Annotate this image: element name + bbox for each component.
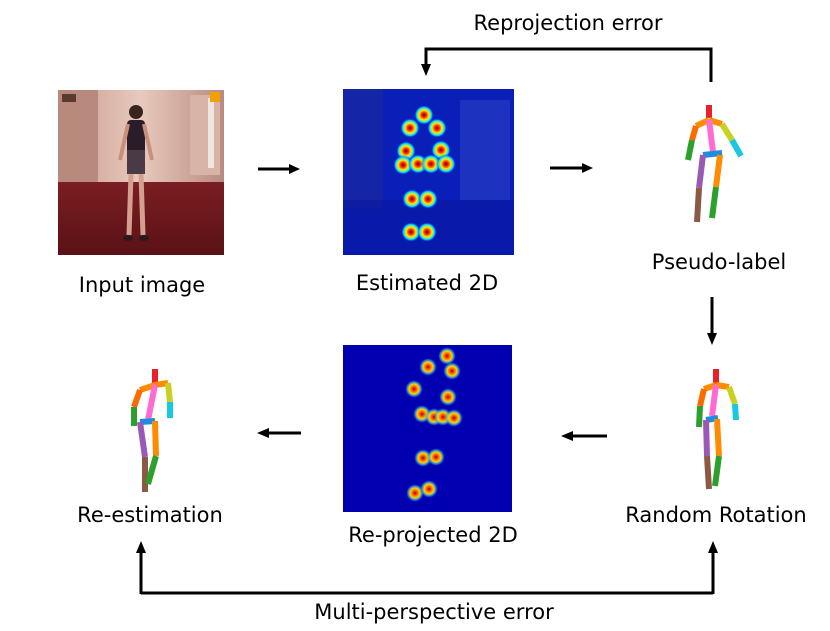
- label-reprojected-2d: Re-projected 2D: [348, 523, 518, 547]
- estimated-2d-heatmap: [343, 89, 514, 255]
- label-random-rotation: Random Rotation: [625, 503, 806, 527]
- reprojected-2d-heatmap: [343, 345, 512, 512]
- arrow-input-to-estimated: [258, 164, 300, 174]
- label-reprojection-error: Reprojection error: [474, 11, 663, 35]
- skeleton-re-estimation: [131, 369, 173, 492]
- arrow-reprojected-to-reestimation: [257, 428, 301, 438]
- arrow-multi-perspective-loop: [136, 541, 718, 595]
- skeleton-pseudo-label: [685, 105, 744, 223]
- skeleton-random-rotation: [696, 369, 739, 490]
- input-image-photo: [58, 90, 224, 255]
- label-re-estimation: Re-estimation: [77, 503, 223, 527]
- person-figure: [118, 105, 154, 241]
- label-estimated-2d: Estimated 2D: [356, 271, 498, 295]
- flow-arrows: [136, 47, 718, 595]
- arrow-estimated-to-pseudo: [550, 163, 593, 173]
- label-pseudo-label: Pseudo-label: [652, 250, 786, 274]
- label-input-image: Input image: [79, 273, 205, 297]
- arrow-reprojection-error-loop: [421, 47, 713, 82]
- label-multi-perspective-error: Multi-perspective error: [314, 600, 554, 624]
- arrow-rotation-to-reprojected: [561, 431, 607, 441]
- arrow-pseudo-to-rotation: [707, 297, 717, 345]
